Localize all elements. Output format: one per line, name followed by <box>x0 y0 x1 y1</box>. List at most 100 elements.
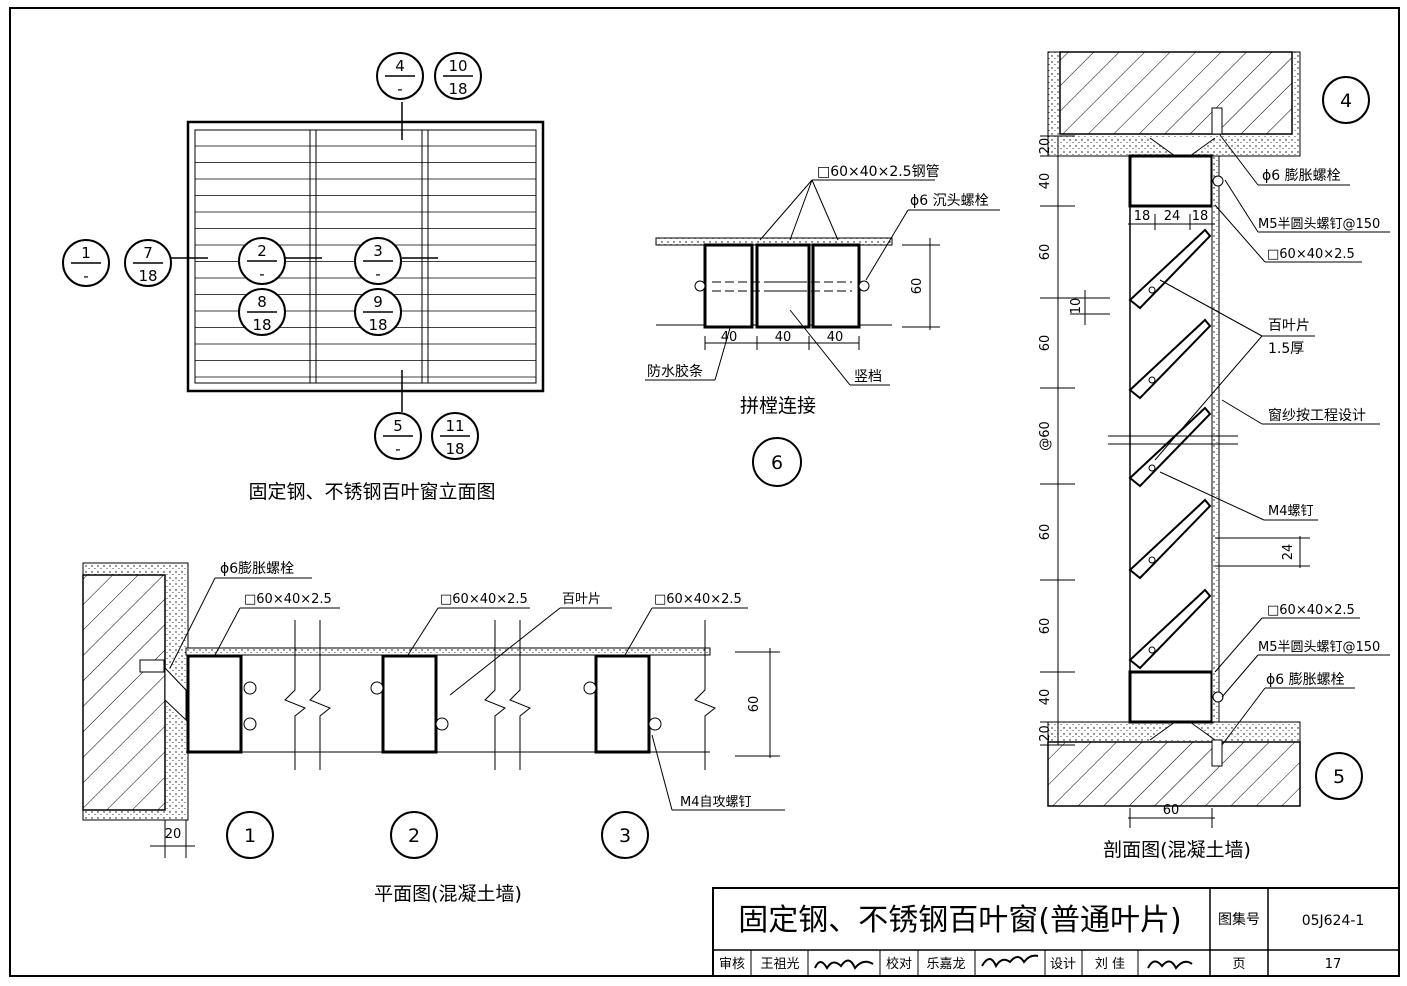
review-label: 审核 <box>719 957 745 972</box>
plan-dim-20: 20 <box>165 827 182 842</box>
callout-bottom: - <box>375 265 380 283</box>
section-left-dim: 40 <box>1038 173 1053 190</box>
section-left-dim: 20 <box>1038 725 1053 742</box>
callout-top: 8 <box>257 293 267 311</box>
detail-4-number: 4 <box>1340 90 1352 112</box>
atlas-label: 图集号 <box>1218 911 1260 928</box>
plan-label-blade: 百叶片 <box>562 592 601 607</box>
sec-label-tube-top: □60×40×2.5 <box>1267 247 1355 262</box>
joint-dim-60: 60 <box>910 278 925 295</box>
page-number: 17 <box>1325 957 1342 972</box>
detail-5-number: 5 <box>1333 766 1345 788</box>
sec-label-m5-bottom: M5半圆头螺钉@150 <box>1258 640 1380 655</box>
joint-detail <box>645 179 1000 386</box>
plan-label-tube-1: □60×40×2.5 <box>244 592 332 607</box>
designer-signature <box>1147 960 1193 970</box>
plan-title: 平面图(混凝土墙) <box>374 883 522 905</box>
detail-6-number: 6 <box>771 452 783 474</box>
detail-4-marker <box>1322 76 1370 124</box>
plan-label-tube-3: □60×40×2.5 <box>654 592 742 607</box>
section-blades <box>1128 228 1212 670</box>
title-block <box>712 887 1400 977</box>
section-left-dim: 60 <box>1038 335 1053 352</box>
callout-top: 5 <box>393 417 403 435</box>
section-left-dim: 40 <box>1038 689 1053 706</box>
callout-top: 3 <box>373 242 383 260</box>
section-left-dim: @60 <box>1038 421 1053 451</box>
callout-bottom: 18 <box>368 316 387 334</box>
joint-label-gasket: 防水胶条 <box>647 363 703 380</box>
joint-label-mullion: 竖档 <box>854 369 882 385</box>
sec-dim-18b: 18 <box>1192 209 1209 224</box>
sec-dim-18a: 18 <box>1134 209 1151 224</box>
plan-view <box>82 562 785 858</box>
elevation-title: 固定钢、不锈钢百叶窗立面图 <box>248 481 495 503</box>
check-label: 校对 <box>886 956 912 972</box>
callout-2: 2- <box>238 237 286 285</box>
detail-2-number: 2 <box>408 825 420 847</box>
callout-1: 1- <box>62 239 110 287</box>
checker-signature <box>981 954 1039 969</box>
detail-2-marker <box>390 811 438 859</box>
design-label: 设计 <box>1050 957 1076 972</box>
sec-label-tube-bottom: □60×40×2.5 <box>1267 603 1355 618</box>
plan-label-screw: M4自攻螺钉 <box>680 795 752 810</box>
sec-label-m4: M4螺钉 <box>1268 504 1314 519</box>
joint-label-steel-tube: □60×40×2.5钢管 <box>817 164 940 180</box>
joint-title: 拼樘连接 <box>740 395 816 417</box>
callout-4: 4- <box>376 52 424 100</box>
callout-top: 11 <box>445 417 464 435</box>
section-left-dim: 60 <box>1038 524 1053 541</box>
plan-label-expansion-bolt: ϕ6膨胀螺栓 <box>220 560 294 577</box>
title-block-title: 固定钢、不锈钢百叶窗(普通叶片) <box>738 903 1181 938</box>
callout-top: 7 <box>143 244 153 262</box>
callout-top: 10 <box>448 57 467 75</box>
reviewer-signature <box>814 959 874 970</box>
detail-1-marker <box>226 811 274 859</box>
callout-bottom: 18 <box>138 267 157 285</box>
sec-label-screen: 窗纱按工程设计 <box>1268 407 1366 424</box>
joint-label-bolt: ϕ6 沉头螺栓 <box>910 193 989 209</box>
callout-top: 9 <box>373 293 383 311</box>
section-left-dim: 20 <box>1038 138 1053 155</box>
designer-name: 刘 佳 <box>1095 957 1125 972</box>
callout-7: 718 <box>124 239 172 287</box>
sec-dim-60: 60 <box>1163 803 1180 818</box>
sec-dim-24b: 24 <box>1281 544 1296 561</box>
section-title: 剖面图(混凝土墙) <box>1103 839 1251 861</box>
callout-bottom: - <box>395 440 400 458</box>
sec-label-thickness: 1.5厚 <box>1268 341 1304 357</box>
sec-label-bolt-top: ϕ6 膨胀螺栓 <box>1262 167 1341 184</box>
callout-bottom: 18 <box>448 80 467 98</box>
checker-name: 乐嘉龙 <box>926 957 965 972</box>
callout-8: 818 <box>238 288 286 336</box>
callout-top: 1 <box>81 244 91 262</box>
detail-3-number: 3 <box>619 825 631 847</box>
callout-bottom: 18 <box>445 440 464 458</box>
section-left-dim: 60 <box>1038 618 1053 635</box>
callout-top: 2 <box>257 242 267 260</box>
callout-3: 3- <box>354 237 402 285</box>
sec-label-m5-top: M5半圆头螺钉@150 <box>1258 217 1380 232</box>
sec-label-blade: 百叶片 <box>1268 318 1310 334</box>
sec-label-bolt-bottom: ϕ6 膨胀螺栓 <box>1266 671 1345 688</box>
callout-bottom: - <box>83 267 88 285</box>
reviewer-name: 王祖光 <box>760 957 799 972</box>
plan-dim-60: 60 <box>747 696 762 713</box>
detail-1-number: 1 <box>244 825 256 847</box>
detail-5-marker <box>1315 752 1363 800</box>
page-label: 页 <box>1232 957 1245 972</box>
callout-bottom: - <box>259 265 264 283</box>
detail-6-marker <box>752 437 802 487</box>
callout-5: 5- <box>374 412 422 460</box>
atlas-number: 05J624-1 <box>1302 913 1365 929</box>
joint-dim-40b: 40 <box>775 330 792 345</box>
joint-dim-40a: 40 <box>721 330 738 345</box>
sec-dim-10: 10 <box>1069 298 1084 315</box>
callout-top: 4 <box>395 57 405 75</box>
